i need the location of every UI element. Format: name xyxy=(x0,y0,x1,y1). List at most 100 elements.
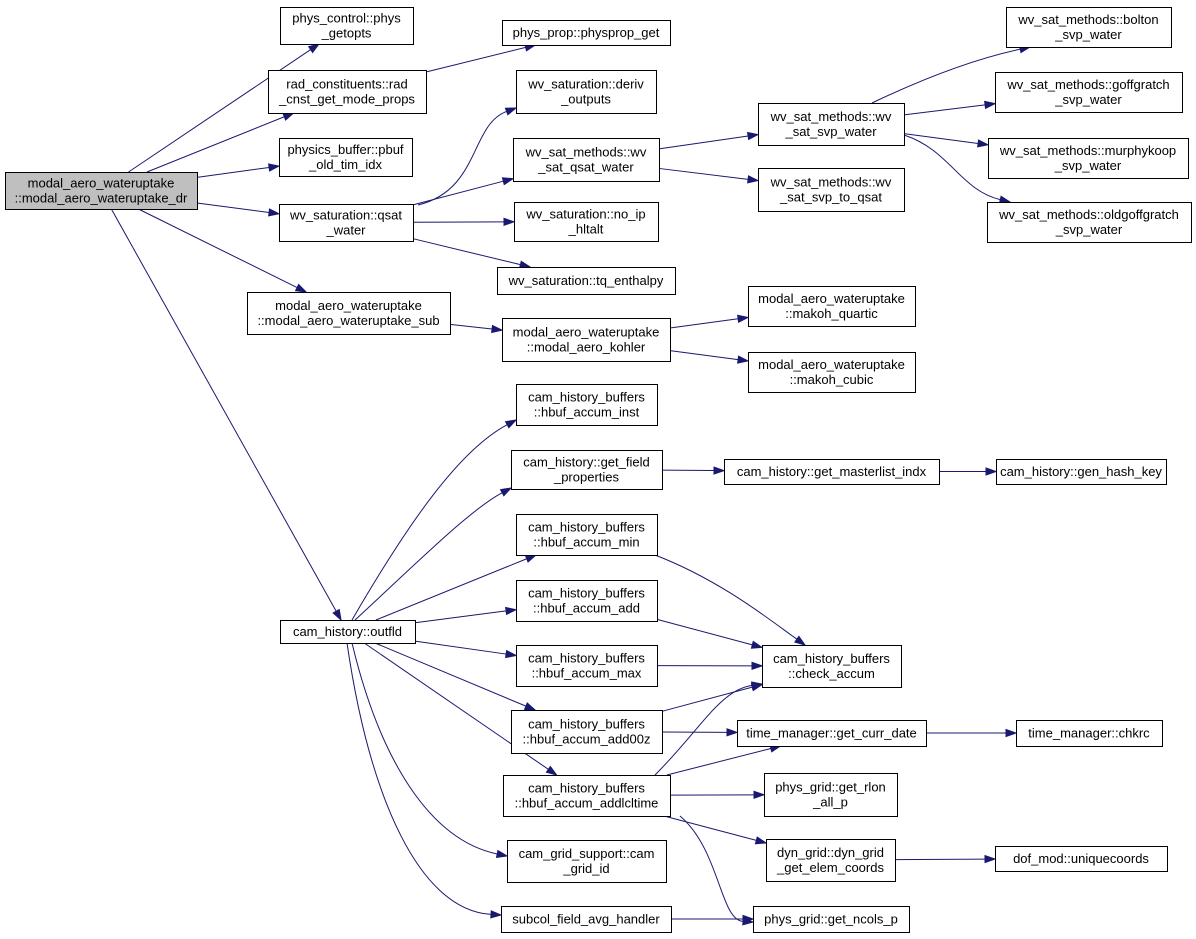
arrowhead-icon xyxy=(977,139,990,148)
node-box xyxy=(511,450,663,490)
node-get-rlon-all-p[interactable]: phys_grid::get_rlon_all_p xyxy=(764,773,898,817)
node-label: _cnst_get_mode_props xyxy=(278,92,415,107)
node-hbuf-accum-add00z[interactable]: cam_history_buffers::hbuf_accum_add00z xyxy=(511,710,663,754)
arrowhead-icon xyxy=(794,635,807,646)
node-makoh-cubic[interactable]: modal_aero_wateruptake::makoh_cubic xyxy=(748,352,916,393)
edge-line xyxy=(414,610,507,624)
node-box xyxy=(737,720,927,747)
node-label: phys_control::phys xyxy=(292,11,401,26)
node-label: modal_aero_wateruptake xyxy=(513,325,660,340)
node-goffgratch[interactable]: wv_sat_methods::goffgratch_svp_water xyxy=(995,72,1183,113)
node-no-ip-hltalt[interactable]: wv_saturation::no_ip_hltalt xyxy=(514,202,659,242)
node-get-field-properties[interactable]: cam_history::get_field_properties xyxy=(511,450,663,490)
node-box xyxy=(511,710,663,754)
node-get-ncols-p[interactable]: phys_grid::get_ncols_p xyxy=(753,906,910,933)
node-label: wv_saturation::qsat xyxy=(289,208,402,223)
node-hbuf-accum-addlcltime[interactable]: cam_history_buffers::hbuf_accum_addlclti… xyxy=(503,775,671,817)
node-hbuf-accum-max[interactable]: cam_history_buffers::hbuf_accum_max xyxy=(516,645,658,687)
node-label: _sat_svp_water xyxy=(784,124,877,139)
node-box xyxy=(996,459,1167,485)
arrowhead-icon xyxy=(505,606,518,616)
node-label: time_manager::chkrc xyxy=(1028,726,1150,741)
node-get-elem-coords[interactable]: dyn_grid::dyn_grid_get_elem_coords xyxy=(766,839,896,882)
node-hbuf-accum-add[interactable]: cam_history_buffers::hbuf_accum_add xyxy=(516,580,658,622)
node-root[interactable]: modal_aero_wateruptake::modal_aero_water… xyxy=(5,172,198,210)
node-chkrc[interactable]: time_manager::chkrc xyxy=(1016,720,1163,747)
node-label: cam_history_buffers xyxy=(528,390,645,405)
node-box xyxy=(724,459,940,485)
node-cam-grid-id[interactable]: cam_grid_support::cam_grid_id xyxy=(507,840,667,883)
edge-kohler-to-makoh_cubic xyxy=(669,350,750,364)
node-label: modal_aero_wateruptake xyxy=(758,357,905,372)
node-box xyxy=(987,202,1192,243)
node-pbuf-old[interactable]: physics_buffer::pbuf_old_tim_idx xyxy=(279,138,413,177)
node-phys-getopts[interactable]: phys_control::phys_getopts xyxy=(280,7,414,45)
node-wateruptake-sub[interactable]: modal_aero_wateruptake::modal_aero_water… xyxy=(247,292,451,335)
node-box xyxy=(995,846,1168,872)
edge-line xyxy=(412,180,504,206)
node-label: ::hbuf_accum_max xyxy=(532,666,642,681)
arrowhead-icon xyxy=(747,131,760,141)
arrowhead-icon xyxy=(751,681,764,690)
node-label: _svp_water xyxy=(1054,27,1122,42)
edge-line xyxy=(196,166,270,178)
node-oldgoffgratch[interactable]: wv_sat_methods::oldgoffgratch_svp_water xyxy=(987,202,1192,243)
node-sat-svp-water[interactable]: wv_sat_methods::wv_sat_svp_water xyxy=(758,103,905,146)
edge-outfld-to-cam_grid_id xyxy=(351,642,509,858)
node-check-accum[interactable]: cam_history_buffers::check_accum xyxy=(762,645,902,688)
node-deriv-outputs[interactable]: wv_saturation::deriv_outputs xyxy=(516,70,657,114)
node-outfld[interactable]: cam_history::outfld xyxy=(280,620,416,644)
node-label: cam_history_buffers xyxy=(528,520,645,535)
node-rad-cnst[interactable]: rad_constituents::rad_cnst_get_mode_prop… xyxy=(268,70,427,114)
node-makoh-quartic[interactable]: modal_aero_wateruptake::makoh_quartic xyxy=(748,286,916,327)
arrowhead-icon xyxy=(490,910,503,919)
edge-hbuf_accum_add00z-to-check_accum xyxy=(661,683,764,712)
node-label: dyn_grid::dyn_grid xyxy=(777,845,884,860)
arrowhead-icon xyxy=(984,854,997,864)
node-subcol-handler[interactable]: subcol_field_avg_handler xyxy=(501,906,672,933)
edge-layer xyxy=(110,43,1032,926)
node-label: cam_history_buffers xyxy=(528,651,645,666)
arrowhead-icon xyxy=(499,487,513,497)
node-uniquecoords[interactable]: dof_mod::uniquecoords xyxy=(995,846,1168,872)
node-qsat-water[interactable]: wv_saturation::qsat_water xyxy=(279,204,414,242)
node-box xyxy=(516,580,658,622)
edge-rad_cnst-to-physprop_get xyxy=(425,43,537,73)
node-box xyxy=(280,620,416,644)
node-hbuf-accum-inst[interactable]: cam_history_buffers::hbuf_accum_inst xyxy=(516,384,658,426)
edge-line xyxy=(663,815,757,841)
arrowhead-icon xyxy=(545,765,558,776)
arrowhead-icon xyxy=(753,790,766,800)
node-get-curr-date[interactable]: time_manager::get_curr_date xyxy=(737,720,927,747)
node-physprop-get[interactable]: phys_prop::physprop_get xyxy=(502,20,671,46)
arrowhead-icon xyxy=(491,324,504,334)
node-label: dof_mod::uniquecoords xyxy=(1013,851,1149,866)
node-box xyxy=(502,20,671,46)
node-gen-hash-key[interactable]: cam_history::gen_hash_key xyxy=(996,459,1167,485)
node-murphykoop[interactable]: wv_sat_methods::murphykoop_svp_water xyxy=(988,138,1189,179)
edge-kohler-to-makoh_quartic xyxy=(669,314,750,329)
edge-hbuf_accum_addlcltime-to-check_accum xyxy=(654,681,764,776)
edge-line xyxy=(666,747,771,776)
node-box xyxy=(280,7,414,45)
edge-outfld-to-hbuf_accum_add xyxy=(414,606,518,624)
node-get-masterlist-indx[interactable]: cam_history::get_masterlist_indx xyxy=(724,459,940,485)
edge-line xyxy=(351,424,508,621)
edge-wv_sat_qsat_water-to-sat_svp_to_qsat xyxy=(658,167,760,184)
node-kohler[interactable]: modal_aero_wateruptake::modal_aero_kohle… xyxy=(502,318,671,362)
edge-outfld-to-get_field_properties xyxy=(354,487,513,621)
node-bolton[interactable]: wv_sat_methods::bolton_svp_water xyxy=(1006,7,1172,48)
node-box xyxy=(753,906,910,933)
edge-get_elem_coords-to-uniquecoords xyxy=(894,854,997,864)
edge-hbuf_accum_addlcltime-to-get_elem_coords xyxy=(663,815,768,845)
node-wv-sat-qsat-water[interactable]: wv_sat_methods::wv_sat_qsat_water xyxy=(513,138,660,182)
node-sat-svp-to-qsat[interactable]: wv_sat_methods::wv_sat_svp_to_qsat xyxy=(758,168,905,212)
edge-root-to-qsat_water xyxy=(196,202,281,217)
edge-outfld-to-hbuf_accum_min xyxy=(375,554,538,621)
edge-line xyxy=(375,558,527,621)
node-hbuf-accum-min[interactable]: cam_history_buffers::hbuf_accum_min xyxy=(516,514,658,556)
node-label: time_manager::get_curr_date xyxy=(746,726,917,741)
node-box xyxy=(279,138,413,177)
node-tq-enthalpy[interactable]: wv_saturation::tq_enthalpy xyxy=(497,267,676,295)
edge-line xyxy=(414,640,507,655)
